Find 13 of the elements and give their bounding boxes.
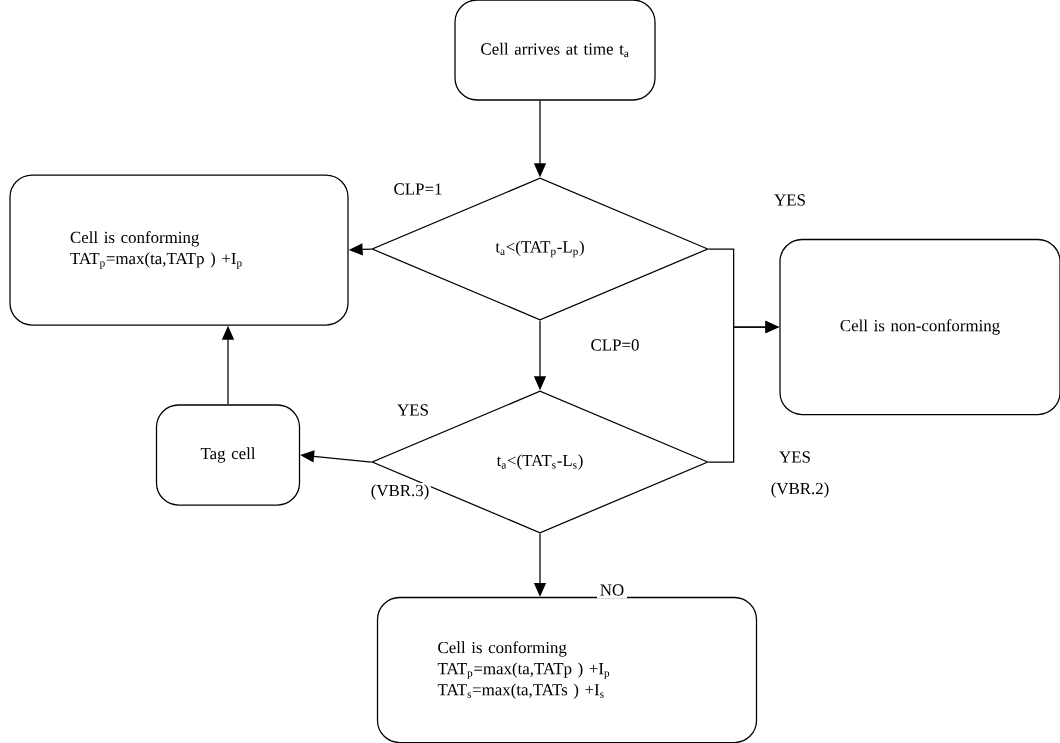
edge-label: YES: [776, 448, 814, 466]
note-label: (VBR.3): [369, 482, 431, 502]
edge-label: YES: [771, 191, 809, 209]
process-box: Cell is conforming TAT$_{p}$=max(ta,TATp ) +I$_{p}$: [9, 174, 349, 326]
edge-label: CLP=0: [587, 336, 643, 354]
process-box: Cell is conforming TAT$_{p}$=max(ta,TATp ) +I$_{p}$ TAT$_{s}$=max(ta,TATs ) +I$_{s}$: [376, 596, 758, 743]
edge-label: YES: [394, 401, 432, 419]
start-box: Cell arrives at time t$_{a}$: [454, 0, 656, 101]
note-label: (VBR.2): [769, 480, 831, 500]
edge-label: CLP=1: [390, 180, 446, 198]
process-box: Tag cell: [155, 404, 301, 506]
edge-label: NO: [597, 581, 627, 599]
terminal-box: Cell is non-conforming: [779, 238, 1060, 416]
